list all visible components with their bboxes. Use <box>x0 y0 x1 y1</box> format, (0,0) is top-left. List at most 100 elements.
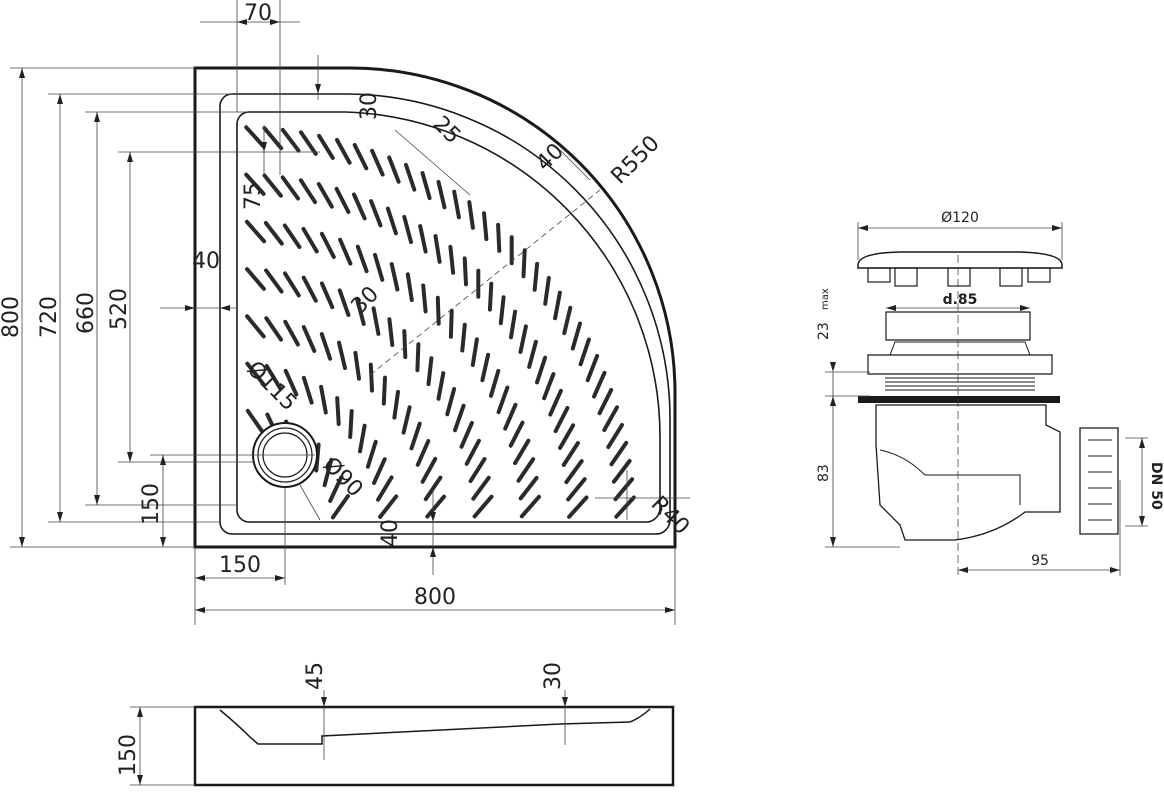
side-profile <box>193 705 675 787</box>
anti-slip-stripe <box>387 317 395 347</box>
anti-slip-stripe <box>319 332 333 361</box>
anti-slip-stripe <box>352 143 369 171</box>
anti-slip-stripe <box>503 402 518 431</box>
anti-slip-stripe <box>358 423 367 454</box>
anti-slip-stripe <box>337 340 347 370</box>
anti-slip-stripe <box>338 237 353 266</box>
anti-slip-stripe <box>585 354 600 383</box>
anti-slip-stripe <box>263 221 284 246</box>
anti-slip-stripe <box>301 325 317 353</box>
anti-slip-stripe <box>487 281 494 312</box>
anti-slip-stripe <box>513 438 531 466</box>
anti-slip-stripe <box>262 173 283 198</box>
anti-slip-stripe <box>409 421 422 451</box>
dim-800-width: 800 <box>414 585 456 610</box>
drain-thread <box>885 377 1035 391</box>
anti-slip-stripe <box>472 494 494 519</box>
anti-slip-stripe <box>468 457 487 484</box>
anti-slip-stripe <box>262 126 284 151</box>
anti-slip-stripe <box>602 405 619 432</box>
drain-detail: Ø120 d.85 DN 50 <box>816 210 1164 576</box>
anti-slip-stripe <box>244 172 266 196</box>
anti-slip-stripe <box>280 175 300 201</box>
anti-slip-stripe <box>611 459 632 484</box>
anti-slip-stripe <box>328 475 344 503</box>
anti-slip-stripe <box>298 178 317 205</box>
anti-slip-stripe <box>527 339 538 369</box>
anti-slip-stripe <box>548 388 563 417</box>
anti-slip-stripe <box>578 337 591 367</box>
anti-slip-stripe <box>453 403 466 433</box>
anti-slip-stripe <box>470 337 479 367</box>
anti-slip-stripe <box>372 457 387 485</box>
anti-slip-stripe <box>402 214 413 244</box>
anti-slip-stripe <box>518 475 539 501</box>
anti-slip-stripe <box>606 423 624 450</box>
dim-520: 520 <box>107 288 132 330</box>
anti-slip-stripe <box>381 375 387 406</box>
anti-slip-stripe <box>535 355 548 385</box>
anti-slip-stripe <box>420 171 432 201</box>
side-view: 45 30 150 <box>116 662 675 787</box>
anti-slip-stripe <box>245 267 266 291</box>
drain-cap-feet <box>867 267 1051 287</box>
anti-slip-stripe <box>264 316 283 342</box>
anti-slip-stripe <box>282 223 302 249</box>
anti-slip-stripe <box>301 275 318 303</box>
anti-slip-stripe <box>245 314 266 339</box>
anti-slip-stripe <box>421 283 428 314</box>
anti-slip-stripe <box>553 406 570 434</box>
anti-slip-stripe <box>564 459 584 485</box>
anti-slip-stripe <box>498 295 506 326</box>
anti-slip-stripe <box>489 368 501 398</box>
anti-slip-stripe <box>570 321 582 351</box>
anti-slip-stripe <box>415 439 431 467</box>
drain-grate <box>885 311 1031 341</box>
dim-drain-90: Ø90 <box>318 453 368 503</box>
dim-30-rim: 30 <box>357 92 382 120</box>
anti-slip-stripe <box>404 162 417 192</box>
anti-slip-stripe <box>244 219 267 244</box>
anti-slip-stripe <box>368 362 374 393</box>
anti-slip-stripe <box>561 441 580 467</box>
dim-25-rim: 25 <box>428 112 465 149</box>
anti-slip-stripe <box>264 364 283 391</box>
side-basin-profile <box>219 708 651 745</box>
anti-slip-stripe <box>352 192 367 221</box>
anti-slip-stripe <box>316 182 334 209</box>
anti-slip-stripe <box>426 356 434 387</box>
anti-slip-stripe <box>301 375 314 405</box>
anti-slip-stripe <box>452 189 461 220</box>
drain-dim-85: d.85 <box>943 292 978 308</box>
tray-basin-line <box>236 111 661 523</box>
anti-slip-stripe <box>614 495 636 519</box>
anti-slip-stripe <box>371 306 381 336</box>
drain-outlet-collar <box>1079 427 1119 535</box>
plan-view: 70 30 25 75 40 30 40 R550 R40 800 720 66… <box>0 0 694 625</box>
anti-slip-stripe <box>401 405 412 435</box>
anti-slip-stripe <box>542 372 556 401</box>
anti-slip-stripe <box>244 125 266 149</box>
anti-slip-stripe <box>445 387 457 417</box>
anti-slip-stripe <box>532 261 540 292</box>
anti-slip-stripe <box>462 256 468 287</box>
anti-slip-stripe <box>467 200 475 230</box>
anti-slip-stripe <box>518 324 528 354</box>
dim-150-bottom: 150 <box>219 553 261 578</box>
anti-slip-stripe <box>597 387 614 416</box>
anti-slip-stripe <box>301 227 319 254</box>
anti-slip-stripe <box>264 268 284 294</box>
anti-slip-stripe <box>319 231 336 259</box>
dim-150-left: 150 <box>139 483 164 525</box>
anti-slip-stripe <box>418 224 428 254</box>
anti-slip-stripe <box>283 271 301 298</box>
drain-dim-83: 83 <box>816 464 832 482</box>
drain-outlet-ribs <box>1088 439 1112 521</box>
anti-slip-stripe <box>387 155 401 184</box>
anti-slip-stripe <box>376 475 394 502</box>
top-dimensions <box>160 0 321 311</box>
dim-40-edge: 40 <box>532 139 569 176</box>
anti-slip-stripe <box>436 180 447 210</box>
anti-slip-stripe <box>245 408 265 435</box>
